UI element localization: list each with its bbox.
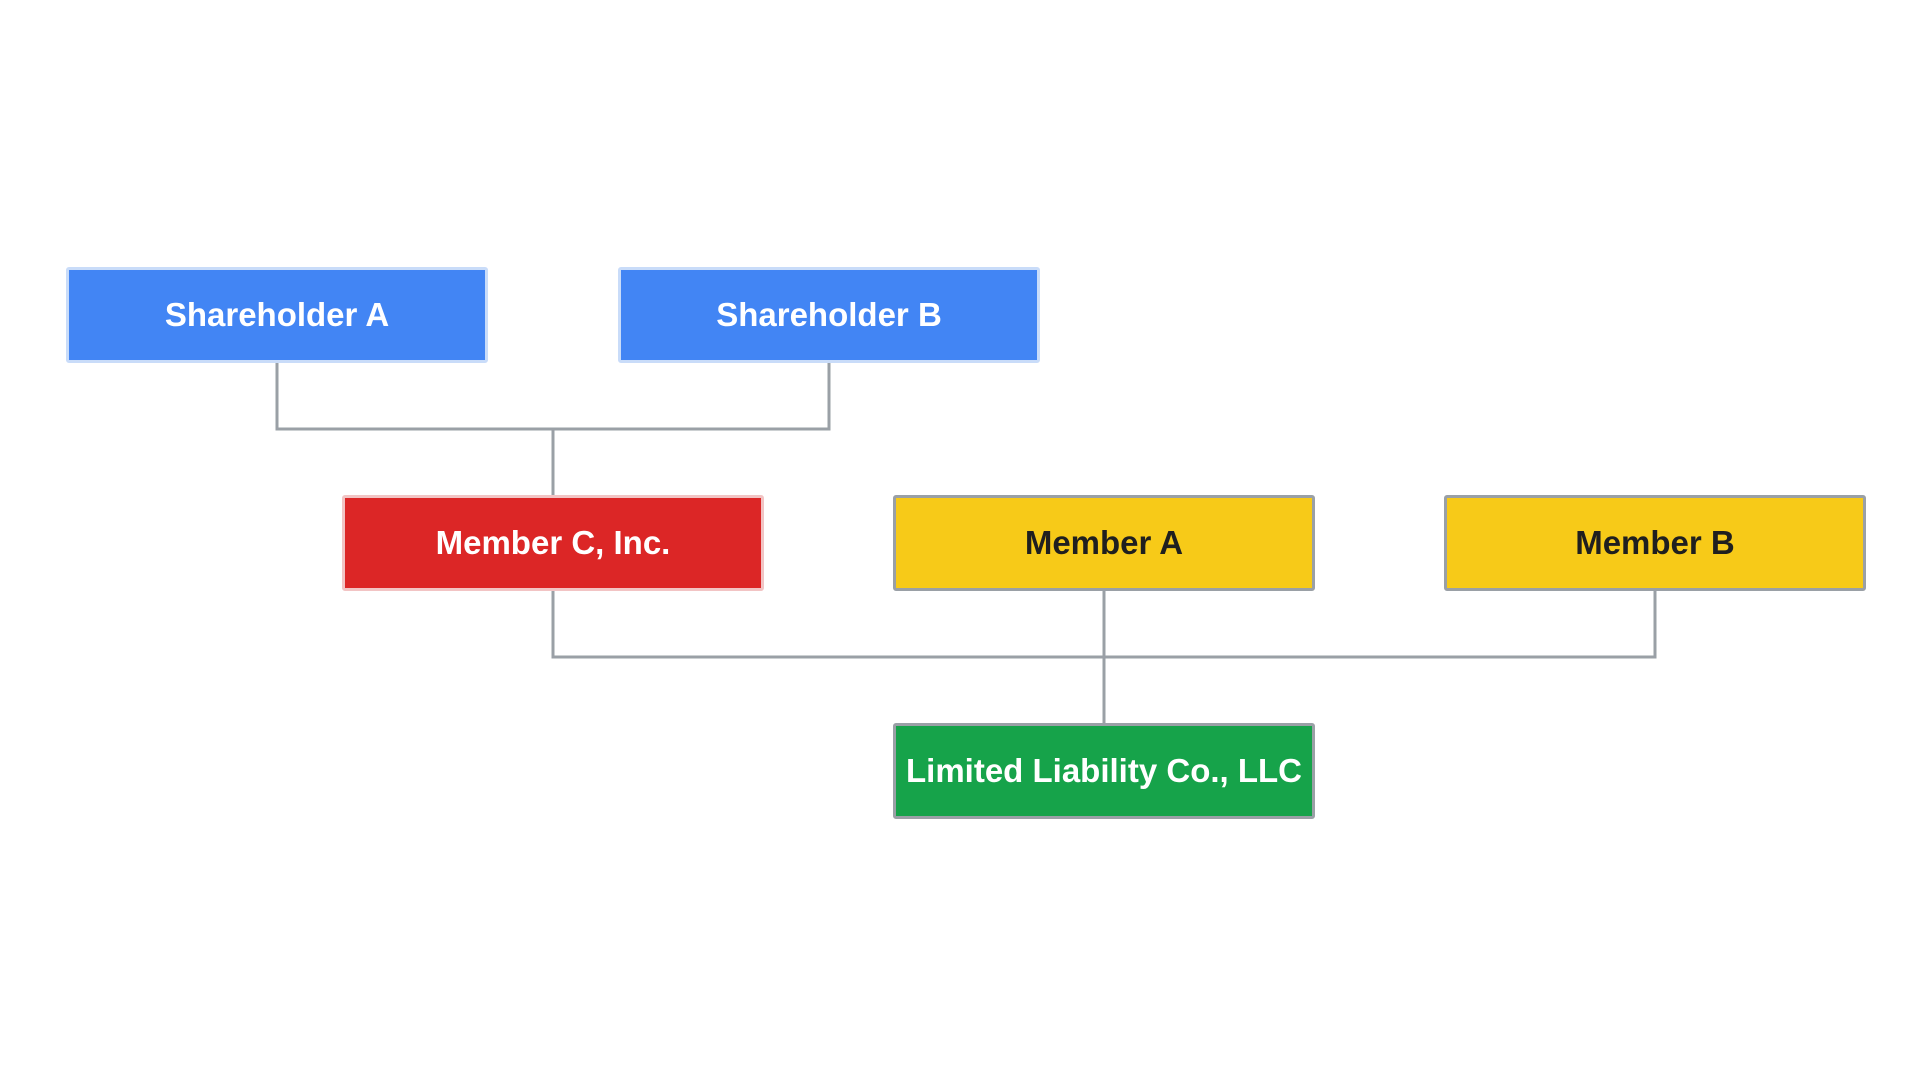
connector-member-c-to-llc (551, 591, 1106, 723)
member-c-label: Member C, Inc. (435, 524, 671, 561)
member-b-box[interactable]: Member B (1444, 495, 1866, 591)
shareholder-b-box[interactable]: Shareholder B (618, 267, 1040, 363)
connector-member-b-to-llc (1102, 591, 1657, 723)
shareholder-b-label: Shareholder B (716, 296, 942, 333)
connector-shareholder-a-to-member-c (275, 363, 555, 495)
member-b-label: Member B (1575, 524, 1735, 561)
llc-box[interactable]: Limited Liability Co., LLC (893, 723, 1315, 819)
shareholder-a-box[interactable]: Shareholder A (66, 267, 488, 363)
member-c-box[interactable]: Member C, Inc. (342, 495, 764, 591)
member-a-box[interactable]: Member A (893, 495, 1315, 591)
connector-shareholder-b-to-member-c (551, 363, 831, 495)
llc-label: Limited Liability Co., LLC (906, 752, 1302, 789)
shareholder-a-label: Shareholder A (164, 296, 390, 333)
member-a-label: Member A (1024, 524, 1184, 561)
